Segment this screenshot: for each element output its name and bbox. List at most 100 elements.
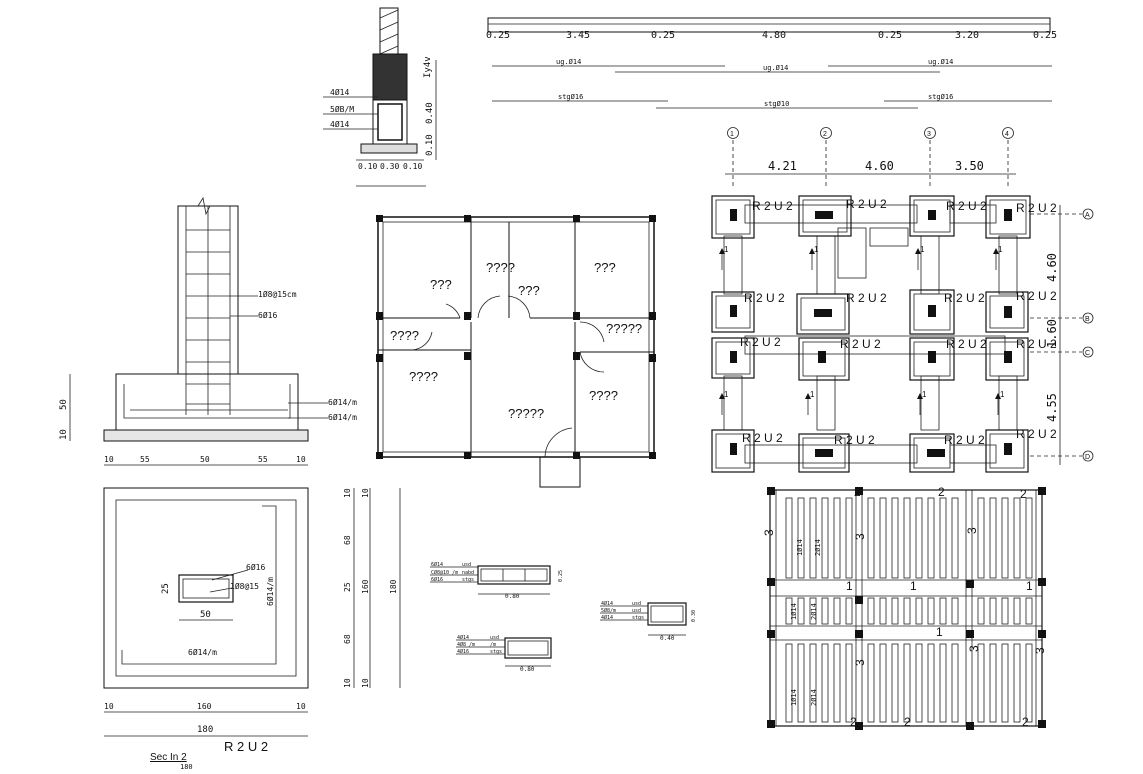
footing-dim-h2: 55	[140, 455, 150, 464]
plan-dim-50: 50	[200, 610, 211, 620]
slab-bar-3: 1Ø14	[790, 603, 798, 620]
room-label-1: ???	[430, 277, 452, 292]
slab-bar-6: 2Ø14	[810, 689, 818, 706]
beam1-side: 0.25	[558, 570, 564, 582]
axis-B: B	[1085, 316, 1090, 323]
footing-plan: 6Ø16 1Ø8@15 6Ø14/m 6Ø14/m 25 50 10 160 1…	[103, 487, 309, 771]
vdim-a3: 25	[343, 582, 352, 592]
beam-bot-bar-1: stgØ16	[558, 93, 583, 101]
plan-dim-25: 25	[161, 583, 171, 594]
vdim-a4: 68	[343, 634, 352, 644]
room-label-6: ?????	[508, 406, 544, 421]
beam-arrows: 1 1 1 1 1 1 1 1	[719, 245, 1005, 415]
slab-tag-3: 2	[854, 485, 861, 499]
slab-bar-1: 1Ø14	[796, 539, 804, 556]
footing-label-stirrup: 1Ø8@15cm	[258, 289, 297, 299]
tag-d2: R 2 U 2	[834, 433, 875, 447]
footing-dim-v1: 50	[59, 399, 69, 410]
arrow-label-7: 1	[922, 390, 927, 399]
fdim-top-2: 4.60	[865, 159, 894, 173]
slab-tag-9: 1	[1026, 579, 1033, 593]
beam-section-3: 4Ø14 4Ø8 /m 4Ø16 usd /m stgs 0.80	[456, 634, 552, 673]
plan-label-bars: 6Ø16	[246, 562, 265, 572]
slab-plan: 2 2 2 3 3 3 1 1 1 1 3 3 3 2 2 2 1Ø14 2Ø1…	[762, 485, 1047, 730]
slab-bar-4: 2Ø14	[810, 603, 818, 620]
tag-c3: R 2 U 2	[946, 337, 987, 351]
beam2-dim: 0.40	[660, 635, 675, 642]
fdim-side-3: 4.55	[1045, 393, 1059, 422]
plan-bot-dim-1: 10	[104, 702, 114, 711]
fdim-top-3: 3.50	[955, 159, 984, 173]
room-label-7: ????	[409, 369, 438, 384]
footing-label-bars: 6Ø16	[258, 310, 277, 320]
axis-A: A	[1085, 212, 1090, 219]
floor-plan: ??? ???? ??? ??? ???? ????? ???? ????? ?…	[376, 215, 656, 488]
plan-bot-dim-3: 10	[296, 702, 306, 711]
plan-bot-dim-4: 180	[197, 725, 213, 735]
column-section-detail: 4Ø14 5ØB/M 4Ø14 0.40 0.10 Iy4v 0.10 0.30…	[323, 7, 437, 187]
section-dim-h2: 0.30	[380, 162, 399, 171]
slab-tag-10: 1	[936, 625, 943, 639]
tag-a3: R 2 U 2	[946, 199, 987, 213]
beam-section-2: 4Ø14 5Ø8/m 4Ø14 usd usd stgs 0.40 0.30	[600, 600, 697, 642]
tag-b1: R 2 U 2	[744, 291, 785, 305]
axis-2: 2	[823, 131, 827, 138]
plan-label-mesh-h: 6Ø14/m	[188, 647, 217, 657]
room-label-2: ????	[486, 260, 515, 275]
tag-b2: R 2 U 2	[846, 291, 887, 305]
tag-d1: R 2 U 2	[742, 431, 783, 445]
plan-bot-dim-2: 160	[197, 702, 212, 711]
section-dim-h1: 0.10	[358, 162, 377, 171]
beam1-row2: CØ8@10 /m	[431, 569, 458, 576]
tag-b4: R 2 U 2	[1016, 289, 1057, 303]
slab-bar-5: 1Ø14	[790, 689, 798, 706]
beam2-tag2: usd	[632, 608, 641, 614]
tag-a2: R 2 U 2	[846, 197, 887, 211]
tag-c4: R 2 U 2	[1016, 337, 1057, 351]
beam3-row3: 4Ø16	[457, 648, 469, 655]
slab-tag-16: 2	[1022, 715, 1029, 729]
slab-tag-8: 1	[910, 579, 917, 593]
axis-4: 4	[1005, 131, 1009, 138]
tag-a4: R 2 U 2	[1016, 201, 1057, 215]
footing-dim-h3: 50	[200, 455, 210, 464]
axis-1: 1	[730, 131, 734, 138]
beam3-row1: 4Ø14	[457, 634, 469, 641]
slab-bar-2: 2Ø14	[814, 539, 822, 556]
beam1-tag3: stgs	[462, 577, 474, 583]
beam-bot-bar-2: stgØ10	[764, 100, 789, 108]
beam1-row3: 6Ø16	[431, 576, 443, 583]
beam-elevation: 0.25 3.45 0.25 4.80 0.25 3.20 0.25 ug.Ø1…	[486, 17, 1057, 109]
slab-tag-12: 3	[967, 645, 981, 652]
slab-tag-11: 3	[853, 659, 867, 666]
axis-D: D	[1085, 454, 1090, 461]
vdim-a2: 68	[343, 535, 352, 545]
arrow-label-4: 1	[998, 245, 1003, 254]
joists-bay-2	[785, 597, 1033, 625]
grade-beams	[723, 204, 1018, 464]
section-dim-v1: 0.40	[425, 102, 435, 124]
joists-bay-1	[785, 497, 1033, 579]
slab-tag-13: 3	[1033, 647, 1047, 654]
room-label-3: ???	[518, 283, 540, 298]
beam3-dim: 0.80	[520, 666, 535, 673]
arrow-label-3: 1	[920, 245, 925, 254]
vdim-a5: 10	[343, 678, 352, 688]
beam-dim-7: 0.25	[1033, 30, 1057, 41]
section-side-text: Iy4v	[423, 56, 433, 78]
section-label-3: 4Ø14	[330, 119, 349, 129]
room-label-8: ?????	[606, 321, 642, 336]
section-label-2: 5ØB/M	[330, 104, 354, 114]
vdim-b1: 160	[361, 579, 370, 594]
beam2-tag3: stgs	[632, 615, 644, 621]
beam1-tag2: nabd	[462, 570, 474, 576]
footing-dim-h1: 10	[104, 455, 114, 464]
beam-bot-bar-3: stgØ16	[928, 93, 953, 101]
room-label-5: ????	[390, 328, 419, 343]
footing-label-mesh-2: 6Ø14/m	[328, 412, 357, 422]
axis-3: 3	[927, 131, 931, 138]
plan-label-stirrup: 1Ø8@15	[230, 581, 259, 591]
beam2-side: 0.30	[691, 610, 697, 622]
room-label-4: ???	[594, 260, 616, 275]
beam-dim-3: 0.25	[651, 30, 675, 41]
